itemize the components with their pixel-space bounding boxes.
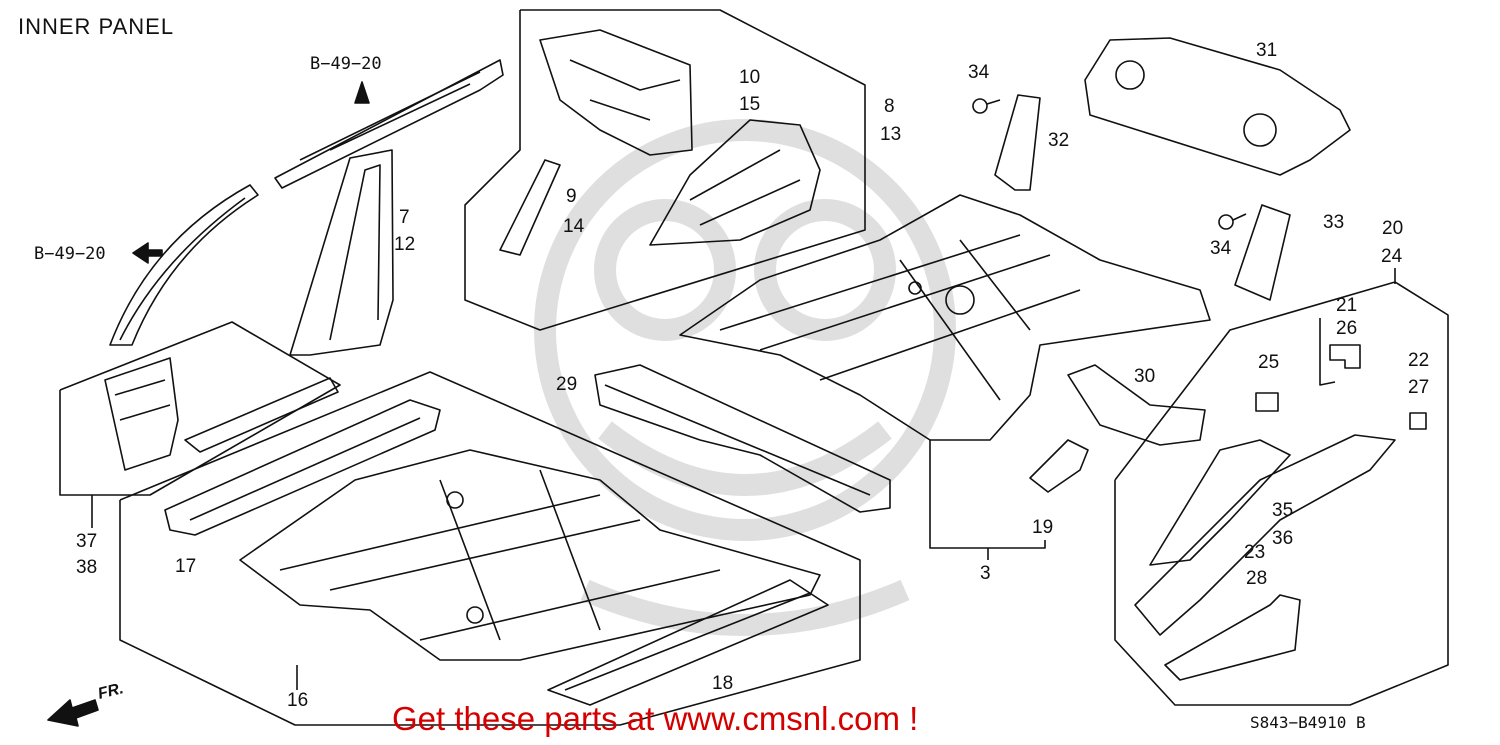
part-number[interactable]: 30 [1134, 366, 1156, 387]
group-box-front-floor [119, 371, 861, 726]
promo-banner-link[interactable]: Get these parts at www.cmsnl.com ! [392, 700, 919, 737]
part-number[interactable]: 34 [968, 62, 990, 83]
diagram-code: S843−B4910 B [1250, 713, 1366, 732]
part-number[interactable]: 8 [884, 96, 895, 117]
part-number[interactable]: 21 [1336, 295, 1358, 316]
part-number[interactable]: 24 [1381, 246, 1403, 267]
part-number[interactable]: 28 [1246, 568, 1268, 589]
part-number[interactable]: 27 [1408, 377, 1430, 398]
ref-label-top: B−49−20 [310, 54, 382, 74]
part-number[interactable]: 7 [399, 207, 410, 228]
group-box-pillar [59, 321, 341, 496]
group-box-rear-frame [1114, 281, 1449, 706]
part-number[interactable]: 3 [980, 563, 991, 584]
part-number[interactable]: 25 [1258, 352, 1280, 373]
part-number[interactable]: 13 [880, 124, 902, 145]
watermark-logo [534, 119, 956, 636]
part-number[interactable]: 36 [1272, 528, 1294, 549]
part-number[interactable]: 18 [712, 673, 734, 694]
part-number[interactable]: 31 [1256, 40, 1278, 61]
part-number[interactable]: 35 [1272, 500, 1294, 521]
part-number[interactable]: 12 [394, 234, 416, 255]
part-number[interactable]: 20 [1382, 218, 1404, 239]
part-number[interactable]: 19 [1032, 517, 1054, 538]
part-number[interactable]: 34 [1210, 238, 1232, 259]
part-number[interactable]: 10 [739, 67, 761, 88]
page-title: INNER PANEL [18, 14, 175, 39]
part-number[interactable]: 33 [1323, 212, 1345, 233]
part-number[interactable]: 15 [739, 94, 761, 115]
part-number[interactable]: 23 [1244, 542, 1266, 563]
part-number[interactable]: 22 [1408, 350, 1430, 371]
part-number[interactable]: 14 [563, 216, 585, 237]
part-number[interactable]: 17 [175, 556, 197, 577]
ref-label-left: B−49−20 [34, 244, 106, 264]
part-number[interactable]: 38 [76, 557, 98, 578]
part-number[interactable]: 37 [76, 531, 98, 552]
part-number[interactable]: 26 [1336, 318, 1358, 339]
part-number[interactable]: 32 [1048, 130, 1070, 151]
group-box-upper-rear [464, 9, 866, 331]
part-number[interactable]: 9 [566, 186, 577, 207]
part-number[interactable]: 16 [287, 690, 309, 711]
part-number[interactable]: 29 [556, 374, 578, 395]
